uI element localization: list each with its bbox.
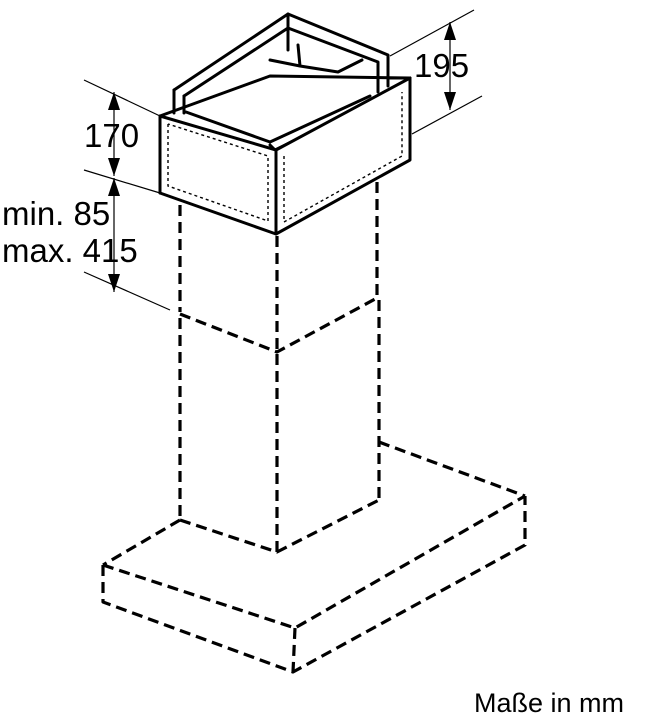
dimension-170: 170 <box>83 79 161 194</box>
canopy-dashed <box>101 440 527 674</box>
height-label: 170 <box>84 117 139 154</box>
max-height-label: max. 415 <box>2 232 138 269</box>
units-note: Maße in mm <box>474 688 624 718</box>
arrow-down-icon <box>108 158 120 176</box>
extension-box <box>158 12 412 236</box>
arrow-up-icon <box>108 178 120 196</box>
min-height-label: min. 85 <box>2 195 110 232</box>
arrow-up-icon <box>108 92 120 110</box>
arrow-up-icon <box>444 22 456 40</box>
arrow-down-icon <box>444 92 456 110</box>
arrow-down-icon <box>108 274 120 292</box>
depth-label: 195 <box>414 47 469 84</box>
chimney-dashed <box>178 182 381 554</box>
dimension-min-max: min. 85 max. 415 <box>2 178 171 311</box>
dimension-195: 195 <box>389 9 483 135</box>
